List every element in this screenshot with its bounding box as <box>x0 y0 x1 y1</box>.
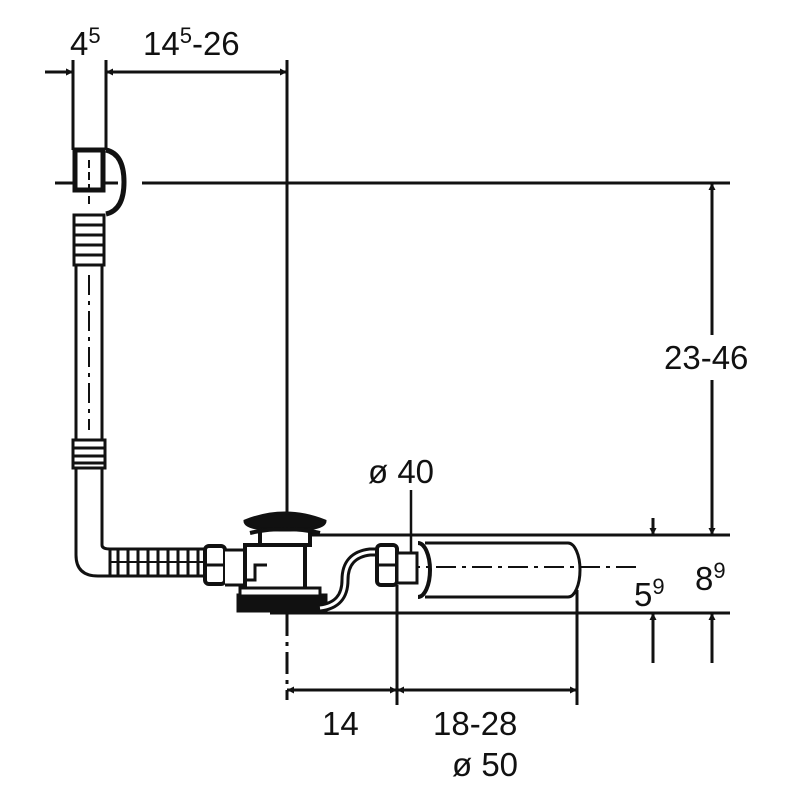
label-height-range: 23-46 <box>664 339 748 376</box>
label-drain-height-total: 89 <box>695 558 726 597</box>
label-diameter-40: ø 40 <box>368 453 434 490</box>
label-diameter-50: ø 50 <box>452 746 518 783</box>
top-dimension-lines <box>45 60 289 700</box>
overflow-assembly <box>71 147 227 586</box>
height-dimension <box>649 183 716 663</box>
label-drain-height-small: 59 <box>634 574 665 613</box>
label-overflow-offset: 145-26 <box>143 23 240 62</box>
flexible-hose <box>108 547 208 578</box>
bottom-dimension <box>287 490 579 705</box>
label-outlet-length: 18-28 <box>433 705 517 742</box>
outlet-pipe <box>417 541 582 599</box>
drain-body <box>225 511 419 613</box>
dimension-labels: 45 145-26 23-46 ø 40 59 89 14 18-28 ø 50 <box>70 23 770 783</box>
label-outlet-offset: 14 <box>322 705 359 742</box>
corrugated-lower <box>71 438 107 470</box>
label-overflow-width: 45 <box>70 23 101 62</box>
corrugated-upper <box>72 213 106 267</box>
